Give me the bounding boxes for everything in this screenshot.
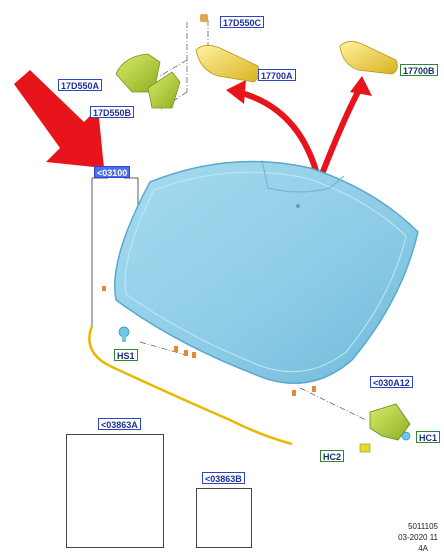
mirror-bracket-green-a <box>115 53 161 93</box>
clip-hs1-part <box>118 326 130 342</box>
sealant-bead <box>88 325 293 446</box>
diagram-revision: 4A <box>418 544 428 553</box>
windshield-glass <box>113 159 419 385</box>
red-arrow-head-left <box>226 80 246 104</box>
red-curved-arrow-right <box>319 86 363 176</box>
callout-17d550a[interactable]: 17D550A <box>58 79 103 91</box>
clip-hc1-part <box>401 431 411 441</box>
rearview-mirror-a <box>195 45 260 83</box>
callout-17700a[interactable]: 17700A <box>258 69 296 81</box>
diagram-reference-number: 5011105 <box>408 522 438 531</box>
callout-17d550b[interactable]: 17D550B <box>90 106 135 118</box>
callout-kit-b[interactable]: <03863B <box>202 472 245 484</box>
diagram-date-code: 03-2020 11 <box>398 533 438 542</box>
red-arrow-large <box>14 70 104 168</box>
mirror-bracket-green-b <box>147 71 181 109</box>
windshield-clips <box>102 286 316 396</box>
kit-b-box <box>196 488 252 548</box>
callout-windshield[interactable]: <03100 <box>94 166 131 178</box>
callout-kit-a[interactable]: <03863A <box>98 418 141 430</box>
kit-a-box <box>66 434 164 548</box>
callout-030a12[interactable]: <030A12 <box>370 376 413 388</box>
callout-hc1[interactable]: HC1 <box>416 431 441 443</box>
sensor-bracket-green <box>359 403 411 453</box>
mirror-bracket-small <box>200 14 208 22</box>
callout-hc2[interactable]: HC2 <box>320 450 345 462</box>
callout-17700b[interactable]: 17700B <box>400 64 438 76</box>
callout-hs1[interactable]: HS1 <box>114 349 138 361</box>
red-arrow-head-right <box>350 76 372 96</box>
red-curved-arrow-left <box>237 89 321 179</box>
callout-17d550c[interactable]: 17D550C <box>220 16 265 28</box>
rearview-mirror-b <box>339 41 398 75</box>
